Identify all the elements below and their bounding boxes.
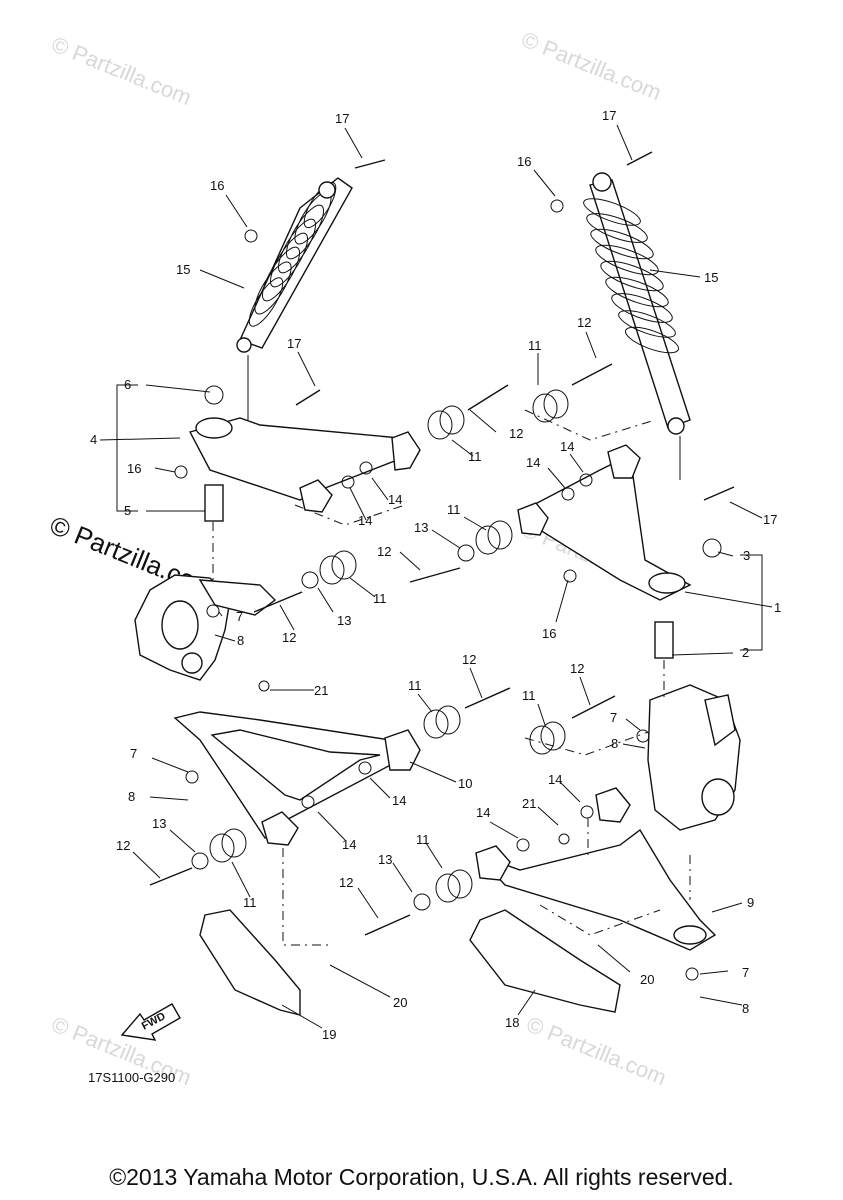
callout-12: 12 bbox=[116, 838, 130, 853]
callout-11: 11 bbox=[447, 502, 461, 517]
callout-12: 12 bbox=[462, 652, 476, 667]
callout-14: 14 bbox=[560, 439, 574, 454]
callout-16: 16 bbox=[517, 154, 531, 169]
callout-7: 7 bbox=[610, 710, 617, 725]
callout-11: 11 bbox=[468, 449, 482, 464]
callout-7: 7 bbox=[130, 746, 137, 761]
callout-9: 9 bbox=[747, 895, 754, 910]
callout-7: 7 bbox=[236, 609, 243, 624]
watermark-top-right: © Partzilla.com bbox=[518, 26, 665, 105]
callout-8: 8 bbox=[237, 633, 244, 648]
callout-14: 14 bbox=[358, 513, 372, 528]
callout-17: 17 bbox=[602, 108, 616, 123]
callout-16: 16 bbox=[542, 626, 556, 641]
callout-15: 15 bbox=[704, 270, 718, 285]
left-shock-absorber bbox=[236, 177, 353, 420]
callout-7: 7 bbox=[742, 965, 749, 980]
callout-13: 13 bbox=[152, 816, 166, 831]
left-steering-knuckle bbox=[134, 574, 277, 681]
callout-11: 11 bbox=[408, 678, 422, 693]
callout-8: 8 bbox=[742, 1001, 749, 1016]
callout-14: 14 bbox=[526, 455, 540, 470]
callout-13: 13 bbox=[414, 520, 428, 535]
callout-17: 17 bbox=[763, 512, 777, 527]
callout-17: 17 bbox=[335, 111, 349, 126]
callout-18: 18 bbox=[505, 1015, 519, 1030]
left-lower-arm bbox=[173, 711, 421, 846]
callout-6: 6 bbox=[124, 377, 131, 392]
callout-11: 11 bbox=[373, 591, 387, 606]
callout-12: 12 bbox=[282, 630, 296, 645]
callout-20: 20 bbox=[393, 995, 407, 1010]
guards bbox=[199, 909, 621, 1016]
callout-12: 12 bbox=[377, 544, 391, 559]
callout-12: 12 bbox=[339, 875, 353, 890]
copyright-notice: ©2013 Yamaha Motor Corporation, U.S.A. A… bbox=[109, 1164, 734, 1190]
callout-12: 12 bbox=[577, 315, 591, 330]
callout-8: 8 bbox=[611, 736, 618, 751]
callout-16: 16 bbox=[127, 461, 141, 476]
watermark-bottom-right: © Partzilla.com bbox=[523, 1011, 670, 1090]
callout-14: 14 bbox=[476, 805, 490, 820]
callout-16: 16 bbox=[210, 178, 224, 193]
bracket-lines bbox=[99, 384, 763, 651]
callout-5: 5 bbox=[124, 503, 131, 518]
callout-11: 11 bbox=[243, 895, 257, 910]
callout-13: 13 bbox=[378, 852, 392, 867]
leader-lines bbox=[132, 124, 773, 1029]
right-steering-knuckle bbox=[647, 684, 741, 831]
callout-11: 11 bbox=[522, 688, 536, 703]
callout-21: 21 bbox=[522, 796, 536, 811]
callout-3: 3 bbox=[743, 548, 750, 563]
callout-12: 12 bbox=[570, 661, 584, 676]
callout-21: 21 bbox=[314, 683, 328, 698]
callout-2: 2 bbox=[742, 645, 749, 660]
callout-1: 1 bbox=[774, 600, 781, 615]
assembly-lines bbox=[212, 409, 691, 946]
right-upper-arm bbox=[517, 444, 692, 601]
right-shock-absorber bbox=[583, 172, 691, 480]
callout-10: 10 bbox=[458, 776, 472, 791]
callout-19: 19 bbox=[322, 1027, 336, 1042]
callout-8: 8 bbox=[128, 789, 135, 804]
right-lower-arm bbox=[475, 787, 717, 951]
callout-20: 20 bbox=[640, 972, 654, 987]
callout-12: 12 bbox=[509, 426, 523, 441]
callout-13: 13 bbox=[337, 613, 351, 628]
callout-14: 14 bbox=[548, 772, 562, 787]
left-upper-arm bbox=[188, 417, 421, 513]
fasteners bbox=[149, 151, 735, 981]
callout-4: 4 bbox=[90, 432, 97, 447]
callout-14: 14 bbox=[388, 492, 402, 507]
callout-15: 15 bbox=[176, 262, 190, 277]
watermark-top-left: © Partzilla.com bbox=[48, 31, 195, 110]
callout-11: 11 bbox=[416, 832, 430, 847]
fwd-arrow: FWD bbox=[120, 1003, 181, 1041]
callout-11: 11 bbox=[528, 338, 542, 353]
watermarks: © Partzilla.com © Partzilla.com © Partzi… bbox=[46, 26, 670, 1090]
callout-labels: 17 17 16 16 15 15 17 12 11 6 4 12 16 11 … bbox=[90, 108, 781, 1042]
diagram-code: 17S1100-G290 bbox=[88, 1070, 175, 1085]
callout-14: 14 bbox=[392, 793, 406, 808]
callout-14: 14 bbox=[342, 837, 356, 852]
callout-17: 17 bbox=[287, 336, 301, 351]
